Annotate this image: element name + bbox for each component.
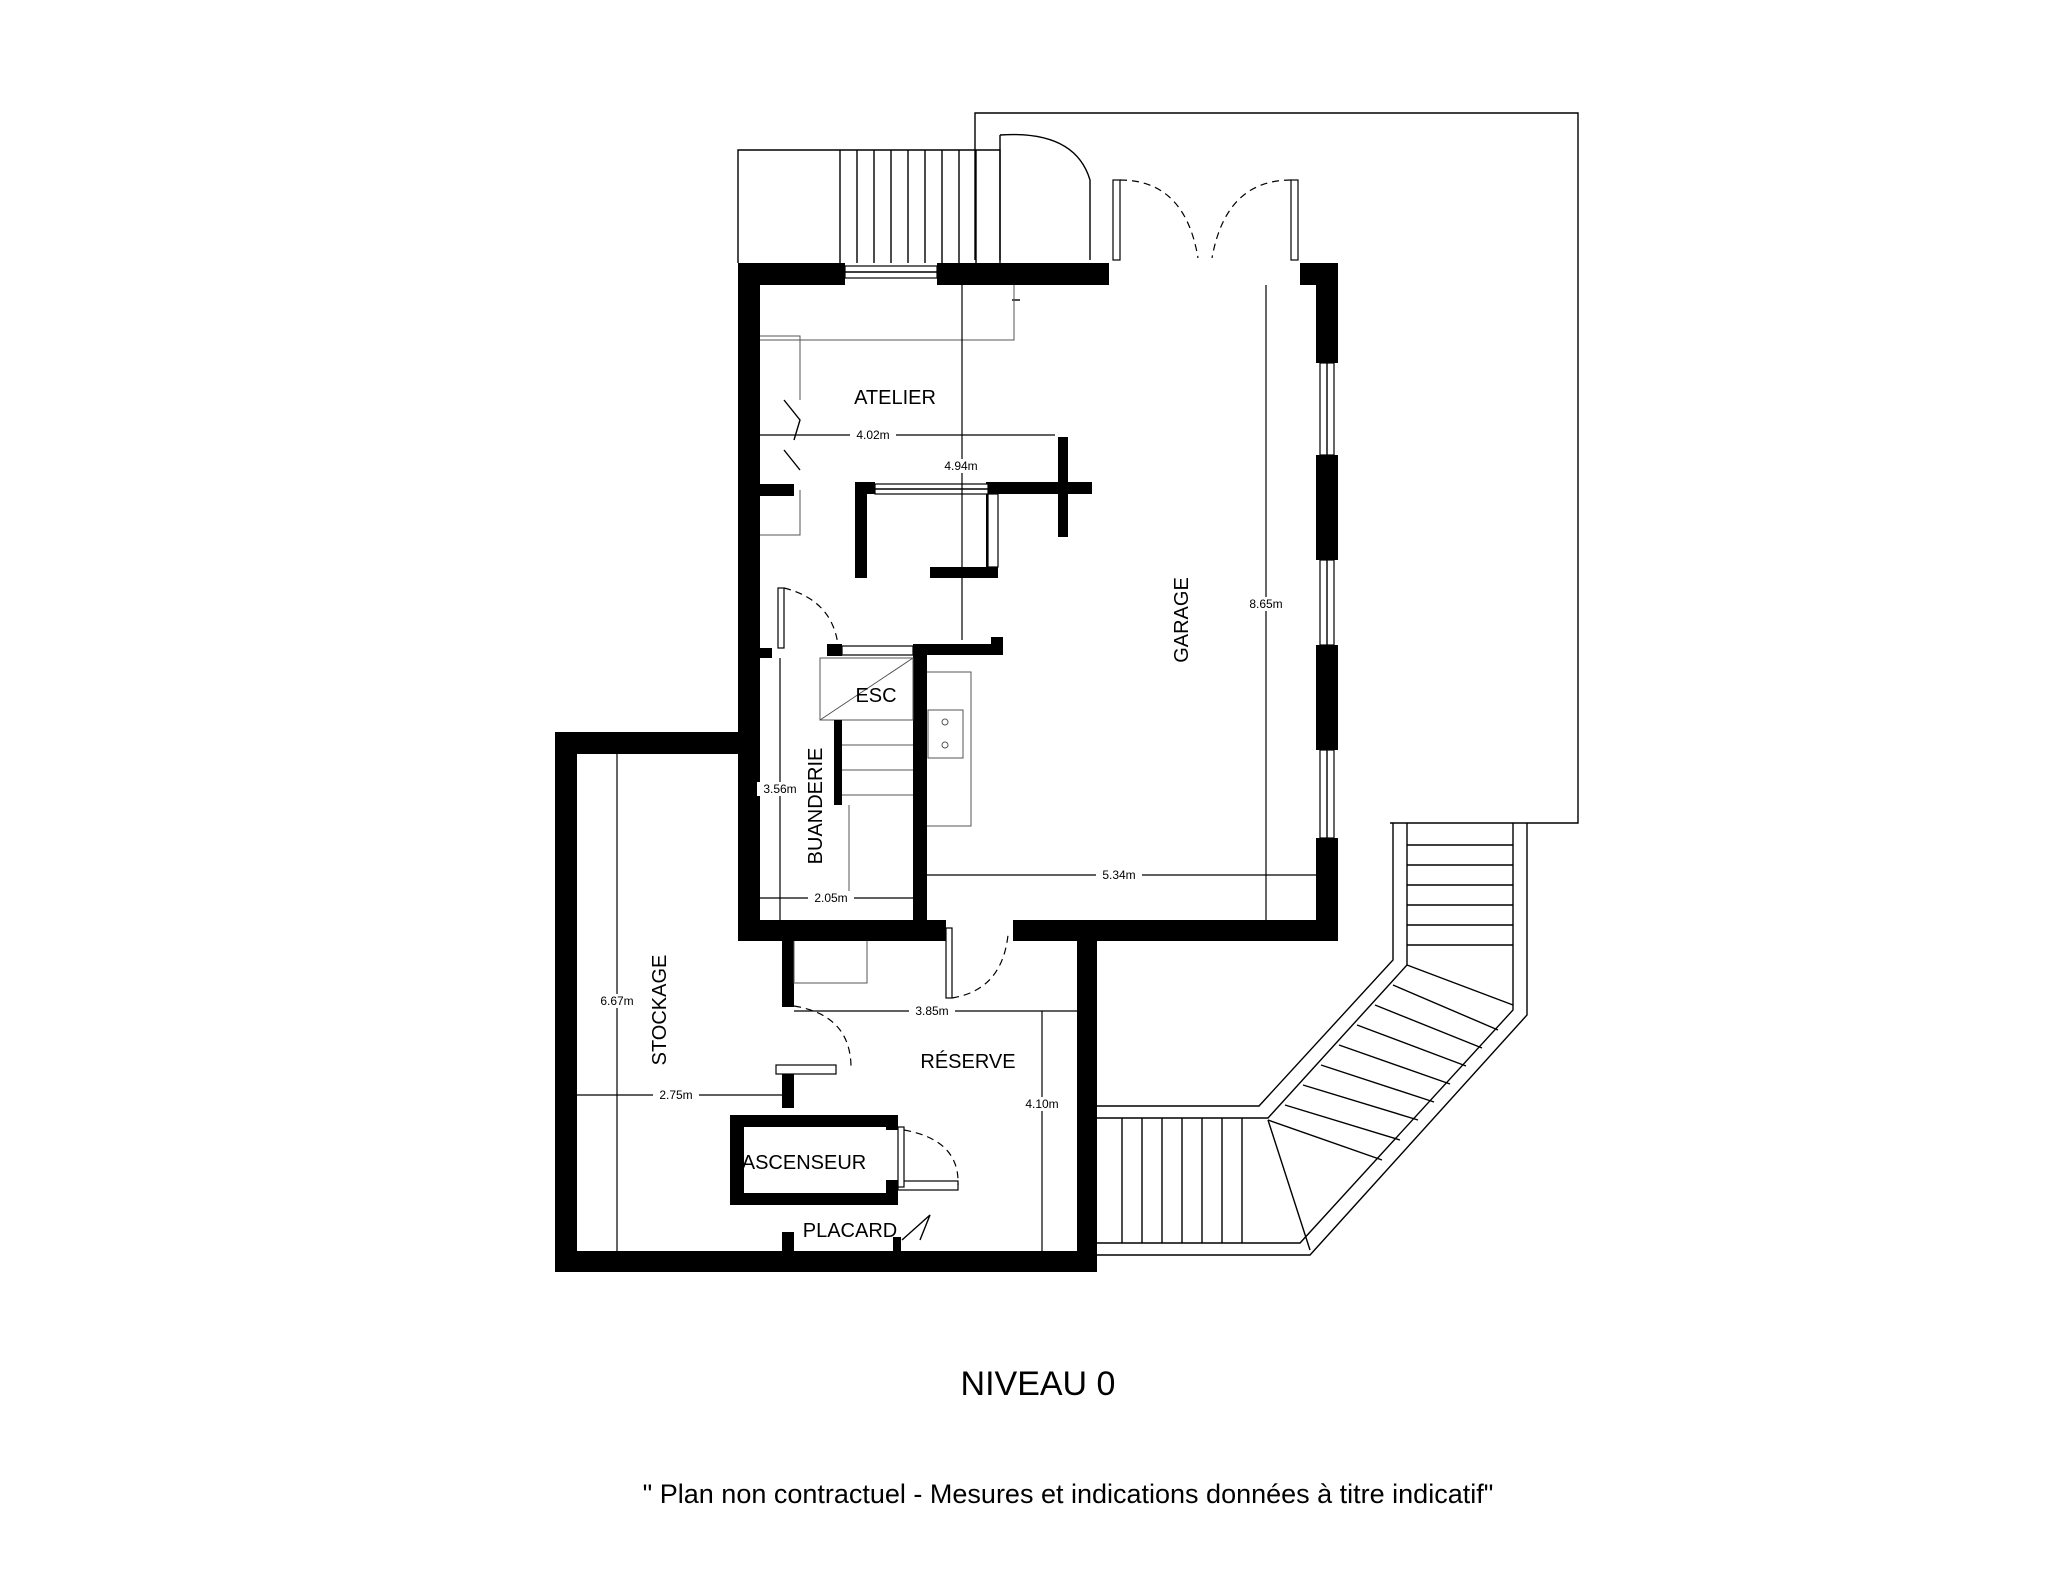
room-labels: ATELIER GARAGE ESC BUANDERIE STOCKAGE RÉ… — [649, 387, 1193, 1242]
exterior-stairs-right — [1093, 823, 1528, 1256]
dim-stockage-width: 2.75m — [659, 1088, 692, 1102]
fixtures — [760, 285, 1015, 984]
dim-garage-width: 5.34m — [1102, 868, 1135, 882]
dim-atelier-height: 4.94m — [944, 459, 977, 473]
dim-buanderie-height: 3.56m — [763, 782, 796, 796]
dim-garage-height: 8.65m — [1249, 597, 1282, 611]
room-label-buanderie: BUANDERIE — [805, 748, 827, 865]
dim-buanderie-width: 2.05m — [814, 891, 847, 905]
room-label-reserve: RÉSERVE — [920, 1050, 1015, 1073]
room-label-garage: GARAGE — [1171, 577, 1193, 663]
dim-reserve-height: 4.10m — [1025, 1097, 1058, 1111]
dim-stockage-height: 6.67m — [600, 994, 633, 1008]
room-label-placard: PLACARD — [803, 1220, 897, 1242]
plan-title: NIVEAU 0 — [961, 1365, 1116, 1403]
plan-disclaimer: " Plan non contractuel - Mesures et indi… — [643, 1479, 1494, 1509]
windows — [775, 265, 1335, 1191]
doors — [777, 179, 1299, 1241]
dim-reserve-width: 3.85m — [915, 1004, 948, 1018]
room-label-atelier: ATELIER — [854, 387, 936, 409]
walls — [555, 263, 1338, 1272]
room-label-esc: ESC — [855, 685, 896, 707]
dim-atelier-width: 4.02m — [856, 428, 889, 442]
room-label-stockage: STOCKAGE — [649, 955, 671, 1066]
room-label-ascenseur: ASCENSEUR — [742, 1152, 866, 1174]
dimension-labels: 4.02m 4.94m 8.65m 5.34m 3.56m 2.05m 6.67… — [594, 428, 1289, 1111]
exterior-terrace — [974, 112, 1579, 824]
entry-steps-top — [737, 133, 1091, 301]
